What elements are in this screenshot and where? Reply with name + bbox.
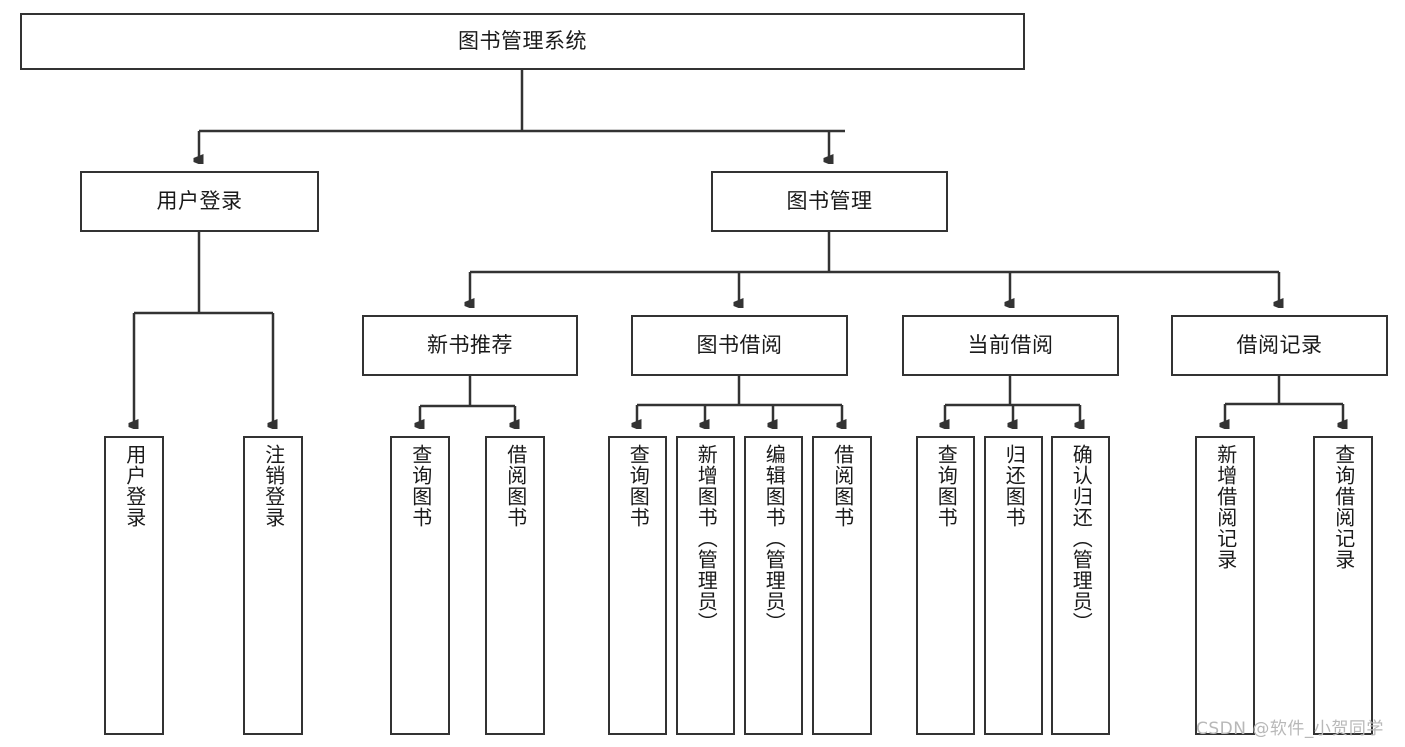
node-leaf-user-login[interactable]: 用户登录 xyxy=(104,436,164,735)
node-book-manage[interactable]: 图书管理 xyxy=(711,171,948,232)
node-leaf-query-book-3-label: 查询图书 xyxy=(934,444,959,528)
node-leaf-user-login-label: 用户登录 xyxy=(122,444,147,528)
node-borrow-record[interactable]: 借阅记录 xyxy=(1171,315,1388,376)
node-leaf-query-book-1-label: 查询图书 xyxy=(408,444,433,528)
node-user-login-label: 用户登录 xyxy=(156,188,243,213)
node-root[interactable]: 图书管理系统 xyxy=(20,13,1025,70)
node-book-borrow[interactable]: 图书借阅 xyxy=(631,315,848,376)
node-leaf-add-book-admin-label: 新增图书（管理员） xyxy=(694,444,719,633)
edge-group-book-manage xyxy=(470,232,1279,304)
edge-group-root xyxy=(199,70,845,160)
node-leaf-query-borrow-record[interactable]: 查询借阅记录 xyxy=(1313,436,1373,735)
node-leaf-borrow-book-1[interactable]: 借阅图书 xyxy=(485,436,545,735)
node-leaf-query-book-1[interactable]: 查询图书 xyxy=(390,436,450,735)
node-leaf-return-book-label: 归还图书 xyxy=(1002,444,1027,528)
node-leaf-edit-book-admin-label: 编辑图书（管理员） xyxy=(762,444,787,633)
edge-group-borrow-record xyxy=(1225,376,1343,425)
node-root-label: 图书管理系统 xyxy=(458,28,587,53)
node-leaf-edit-book-admin[interactable]: 编辑图书（管理员） xyxy=(744,436,803,735)
node-leaf-logout-login-label: 注销登录 xyxy=(261,444,286,528)
node-new-book-recommend[interactable]: 新书推荐 xyxy=(362,315,578,376)
edge-group-new-book-recommend xyxy=(420,376,515,425)
node-leaf-borrow-book-2[interactable]: 借阅图书 xyxy=(812,436,872,735)
node-leaf-query-book-2-label: 查询图书 xyxy=(626,444,651,528)
node-book-manage-label: 图书管理 xyxy=(786,188,873,213)
node-leaf-add-borrow-record-label: 新增借阅记录 xyxy=(1213,444,1238,570)
node-leaf-query-book-3[interactable]: 查询图书 xyxy=(916,436,975,735)
node-leaf-borrow-book-2-label: 借阅图书 xyxy=(830,444,855,528)
node-leaf-add-book-admin[interactable]: 新增图书（管理员） xyxy=(676,436,735,735)
edge-group-user-login xyxy=(134,232,273,425)
node-borrow-record-label: 借阅记录 xyxy=(1236,332,1323,357)
node-current-borrow[interactable]: 当前借阅 xyxy=(902,315,1119,376)
edge-group-current-borrow xyxy=(945,376,1080,425)
node-leaf-logout-login[interactable]: 注销登录 xyxy=(243,436,303,735)
node-leaf-borrow-book-1-label: 借阅图书 xyxy=(503,444,528,528)
node-current-borrow-label: 当前借阅 xyxy=(967,332,1054,357)
node-book-borrow-label: 图书借阅 xyxy=(696,332,783,357)
csdn-watermark: CSDN @软件_小贺同学 xyxy=(1196,719,1384,739)
node-leaf-confirm-return-label: 确认归还（管理员） xyxy=(1069,444,1094,633)
node-user-login[interactable]: 用户登录 xyxy=(80,171,319,232)
node-leaf-add-borrow-record[interactable]: 新增借阅记录 xyxy=(1195,436,1255,735)
node-leaf-query-borrow-record-label: 查询借阅记录 xyxy=(1331,444,1356,570)
node-new-book-recommend-label: 新书推荐 xyxy=(427,332,513,357)
node-leaf-confirm-return[interactable]: 确认归还（管理员） xyxy=(1051,436,1110,735)
edge-group-book-borrow xyxy=(637,376,842,425)
node-leaf-query-book-2[interactable]: 查询图书 xyxy=(608,436,667,735)
node-leaf-return-book[interactable]: 归还图书 xyxy=(984,436,1043,735)
